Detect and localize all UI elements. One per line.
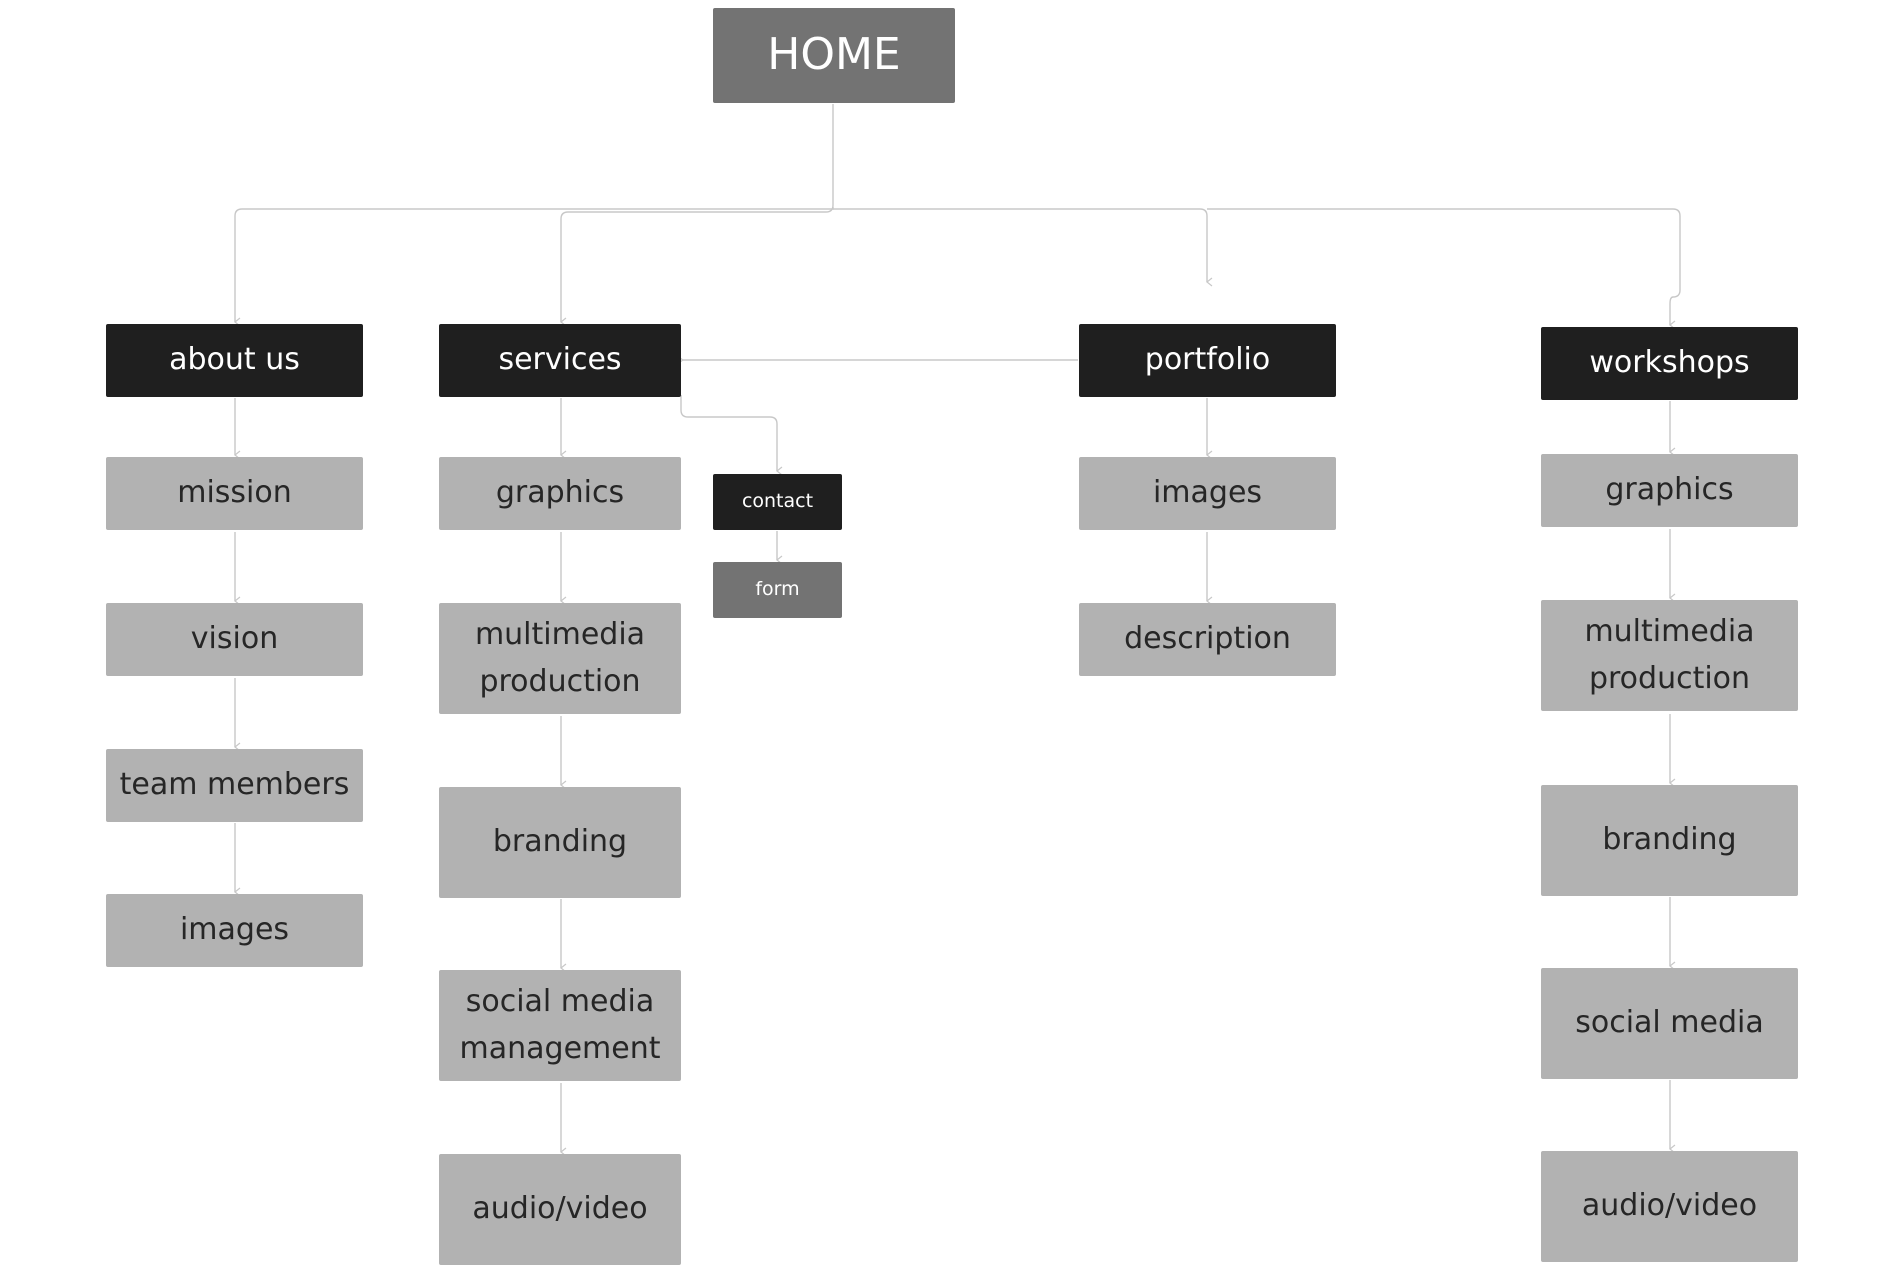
workshops-item-multimedia-production: multimedia production [1541, 600, 1798, 711]
node-label: audio/video [1581, 1188, 1758, 1224]
services-item-audio-video: audio/video [439, 1154, 681, 1265]
node-label: branding [1602, 822, 1737, 858]
section-services: services [439, 324, 681, 397]
section-services-label: services [498, 342, 622, 378]
services-item-multimedia-production: multimedia production [439, 603, 681, 714]
services-item-branding: branding [439, 787, 681, 898]
node-label: social media management [459, 984, 661, 1066]
services-item-social-media-management: social media management [439, 970, 681, 1081]
section-workshops-label: workshops [1589, 345, 1750, 381]
form-label: form [755, 578, 800, 601]
workshops-item-audio-video: audio/video [1541, 1151, 1798, 1262]
about-us-item-images: images [106, 894, 363, 967]
section-about-us-label: about us [169, 342, 300, 378]
contact-label: contact [741, 490, 814, 513]
node-label: audio/video [472, 1191, 648, 1227]
connector-home-trunk [560, 104, 834, 327]
node-label: social media [1575, 1005, 1764, 1041]
connector-services-contact [680, 395, 783, 476]
services-item-graphics: graphics [439, 457, 681, 530]
section-workshops: workshops [1541, 327, 1798, 400]
node-label: multimedia production [474, 617, 646, 699]
connector-home-workshops [1207, 208, 1681, 330]
portfolio-item-images: images [1079, 457, 1336, 530]
home-label: HOME [767, 29, 901, 81]
services-form-node: form [713, 562, 842, 618]
section-about-us: about us [106, 324, 363, 397]
node-label: team members [119, 767, 350, 803]
section-portfolio: portfolio [1079, 324, 1336, 397]
home-node: HOME [713, 8, 955, 103]
node-label: description [1124, 621, 1291, 657]
node-label: graphics [1605, 472, 1734, 508]
connector-home-portfolio [833, 208, 1213, 287]
section-portfolio-label: portfolio [1144, 342, 1271, 378]
node-label: images [1152, 475, 1263, 511]
node-label: mission [177, 475, 292, 511]
services-contact-node: contact [713, 474, 842, 530]
about-us-item-team-members: team members [106, 749, 363, 822]
about-us-item-vision: vision [106, 603, 363, 676]
workshops-item-social-media: social media [1541, 968, 1798, 1079]
portfolio-item-description: description [1079, 603, 1336, 676]
node-label: graphics [495, 475, 625, 511]
node-label: images [179, 912, 290, 948]
node-label: vision [190, 621, 279, 657]
about-us-item-mission: mission [106, 457, 363, 530]
connector-home-about [234, 207, 834, 327]
workshops-item-graphics: graphics [1541, 454, 1798, 527]
node-label: multimedia production [1584, 614, 1755, 696]
node-label: branding [492, 824, 628, 860]
workshops-item-branding: branding [1541, 785, 1798, 896]
